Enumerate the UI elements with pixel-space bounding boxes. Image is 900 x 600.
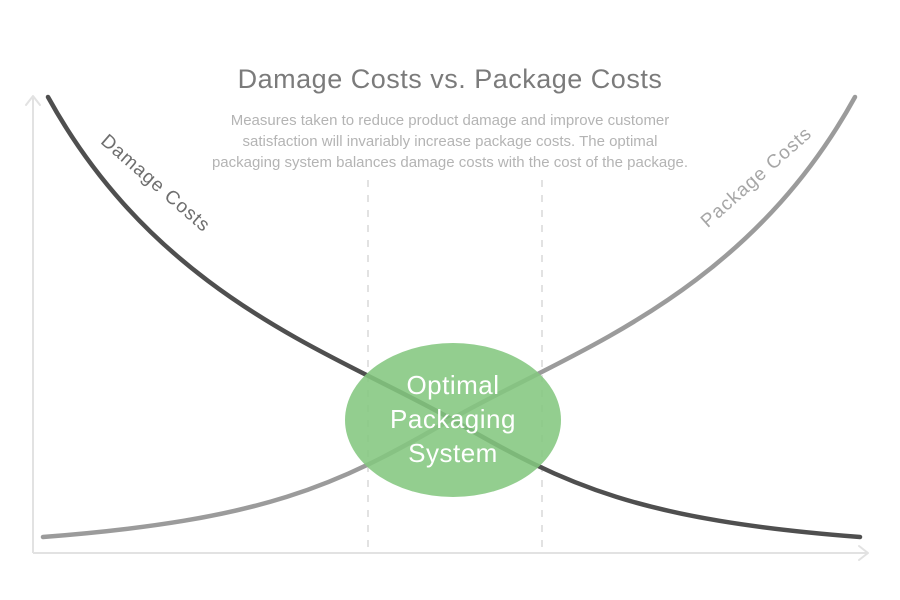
optimal-packaging-ellipse (345, 343, 561, 497)
chart-title: Damage Costs vs. Package Costs (237, 64, 663, 94)
subtitle-line: packaging system balances damage costs w… (211, 154, 689, 171)
y-axis-arrow-icon (25, 95, 41, 106)
optimal-packaging-label: Optimal Packaging System (390, 368, 516, 470)
subtitle-line: satisfaction will invariably increase pa… (242, 133, 658, 150)
optimal-packaging-label-line: Packaging (390, 404, 516, 434)
x-axis-arrow-icon (858, 545, 869, 561)
chart-subtitle: Measures taken to reduce product damage … (0, 110, 900, 173)
optimal-packaging-label-line: System (408, 438, 498, 468)
subtitle-line: Measures taken to reduce product damage … (230, 112, 670, 129)
optimal-packaging-label-line: Optimal (406, 370, 500, 400)
